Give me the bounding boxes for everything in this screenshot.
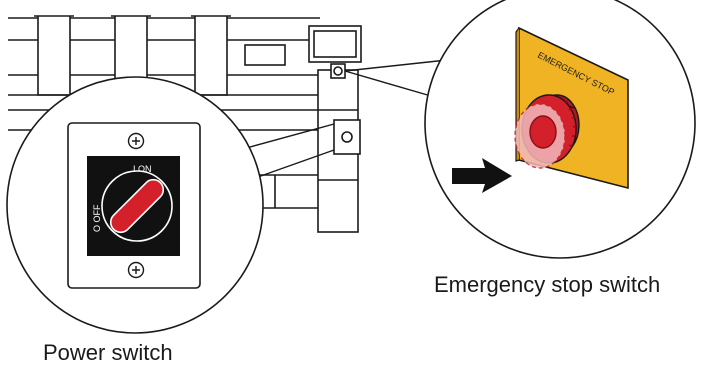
power-leader <box>238 123 335 151</box>
cartridge-slot <box>194 16 228 96</box>
power-leader <box>257 149 335 178</box>
power-switch-zoom: I ON O OFF <box>6 76 264 334</box>
estop-leader <box>344 70 432 97</box>
power-on-label: I ON <box>133 164 152 174</box>
estop-leader <box>344 59 448 72</box>
screw-icon <box>127 132 145 150</box>
emergency-stop-zoom: EMERGENCY STOP <box>424 0 696 259</box>
estop-button <box>514 94 580 169</box>
emergency-stop-caption: Emergency stop switch <box>434 272 661 297</box>
power-off-label: O OFF <box>92 204 102 232</box>
cartridge-slot <box>37 16 71 96</box>
push-arrow-icon <box>452 158 512 193</box>
power-switch-caption: Power switch <box>43 340 173 365</box>
leader-lines <box>238 59 448 178</box>
machine-body <box>8 15 362 233</box>
screw-icon <box>127 261 145 279</box>
power-knob-handle <box>109 178 165 234</box>
machine-window <box>244 44 286 66</box>
